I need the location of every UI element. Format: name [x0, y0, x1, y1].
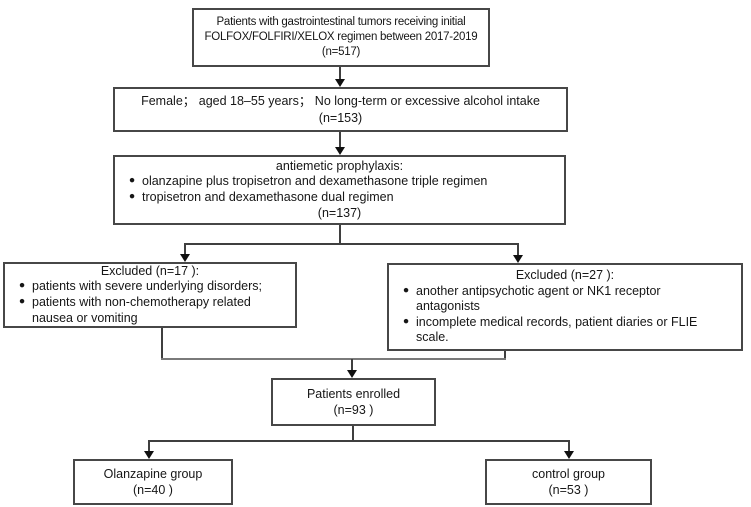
- connector-inclusion-to-prophylaxis: [339, 131, 341, 147]
- bullet-dot-icon: ●: [402, 283, 410, 296]
- connector-to-enrolled: [351, 359, 353, 370]
- population-line-2: FOLFOX/FOLFIRI/XELOX regimen between 201…: [204, 30, 478, 43]
- connector-merge-line: [161, 358, 506, 360]
- prophylaxis-bullet-list: ● olanzapine plus tropisetron and dexame…: [120, 174, 559, 205]
- prophylaxis-bullet-2: ● tropisetron and dexamethasone dual reg…: [122, 190, 559, 206]
- arrowhead-down-icon: [335, 79, 345, 87]
- connector-excluded-right-drop: [504, 350, 506, 360]
- connector-enrolled-stem: [352, 426, 354, 442]
- connector-to-olanzapine: [148, 440, 150, 451]
- connector-group-split: [148, 440, 569, 442]
- box-inclusion-criteria: Female； aged 18–55 years； No long-term o…: [113, 87, 568, 132]
- arrowhead-down-icon: [564, 451, 574, 459]
- bullet-dot-icon: ●: [128, 190, 136, 202]
- olanzapine-line-1: Olanzapine group: [103, 466, 203, 481]
- connector-prophylaxis-stem: [339, 224, 341, 245]
- inclusion-n: (n=153): [318, 110, 363, 125]
- connector-population-to-inclusion: [339, 66, 341, 79]
- control-n: (n=53 ): [548, 483, 589, 497]
- enrolled-n: (n=93 ): [333, 403, 374, 417]
- box-antiemetic-prophylaxis: antiemetic prophylaxis: ● olanzapine plu…: [113, 155, 566, 225]
- connector-exclusion-branch: [184, 243, 519, 245]
- arrowhead-down-icon: [513, 255, 523, 263]
- bullet-dot-icon: ●: [18, 295, 26, 307]
- arrowhead-down-icon: [144, 451, 154, 459]
- population-n: (n=517): [321, 46, 361, 59]
- arrowhead-down-icon: [347, 370, 357, 378]
- box-olanzapine-group: Olanzapine group (n=40 ): [73, 459, 233, 505]
- bullet-dot-icon: ●: [402, 314, 410, 327]
- excluded-left-bullet-list: ● patients with severe underlying disord…: [10, 279, 290, 326]
- connector-to-excluded-left: [184, 243, 186, 254]
- connector-excluded-left-drop: [161, 328, 163, 360]
- connector-to-control: [568, 440, 570, 451]
- box-population: Patients with gastrointestinal tumors re…: [192, 8, 490, 67]
- prophylaxis-title: antiemetic prophylaxis:: [275, 158, 404, 173]
- excluded-right-bullet-2: ● incomplete medical records, patient di…: [396, 315, 736, 346]
- enrolled-line-1: Patients enrolled: [306, 386, 401, 401]
- box-excluded-right: Excluded (n=27 ): ● another antipsychoti…: [387, 263, 743, 351]
- inclusion-line-1: Female； aged 18–55 years； No long-term o…: [141, 94, 540, 109]
- connector-to-excluded-right: [517, 243, 519, 255]
- box-excluded-left: Excluded (n=17 ): ● patients with severe…: [3, 262, 297, 328]
- arrowhead-down-icon: [180, 254, 190, 262]
- excluded-right-bullet-list: ● another antipsychotic agent or NK1 rec…: [394, 284, 736, 347]
- bullet-dot-icon: ●: [18, 279, 26, 292]
- excluded-left-title: Excluded (n=17 ):: [100, 263, 200, 278]
- excluded-left-bullet-1: ● patients with severe underlying disord…: [12, 279, 290, 295]
- box-control-group: control group (n=53 ): [485, 459, 652, 505]
- prophylaxis-bullet-1: ● olanzapine plus tropisetron and dexame…: [122, 174, 559, 190]
- excluded-left-bullet-2: ● patients with non-chemotherapy related…: [12, 295, 290, 326]
- excluded-right-bullet-1: ● another antipsychotic agent or NK1 rec…: [396, 284, 736, 315]
- box-patients-enrolled: Patients enrolled (n=93 ): [271, 378, 436, 426]
- excluded-right-title: Excluded (n=27 ):: [515, 267, 615, 282]
- arrowhead-down-icon: [335, 147, 345, 155]
- olanzapine-n: (n=40 ): [133, 483, 173, 497]
- control-line-1: control group: [532, 466, 605, 481]
- bullet-dot-icon: ●: [128, 174, 136, 187]
- population-line-1: Patients with gastrointestinal tumors re…: [216, 15, 466, 28]
- prophylaxis-n: (n=137): [317, 205, 362, 220]
